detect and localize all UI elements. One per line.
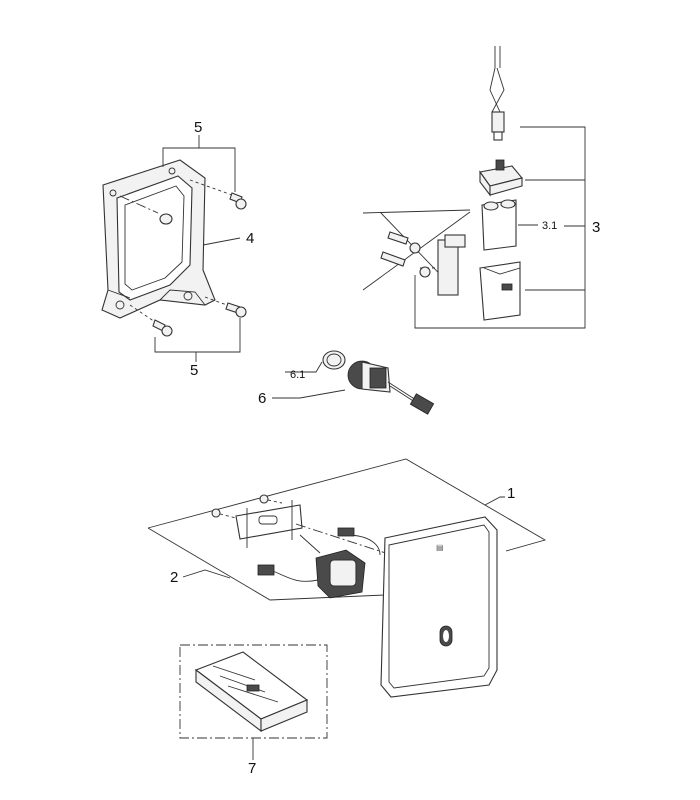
callout-1: 1 [507,485,515,502]
callout-5-bottom: 5 [190,362,198,379]
callout-2: 2 [170,569,178,586]
callout-7: 7 [248,760,256,777]
wall-bracket [362,209,471,296]
solenoid-valve [347,360,435,415]
sensor-cable [489,46,505,141]
front-plate: ▤ [380,516,498,698]
sensor-head [479,159,523,197]
valve-filter [322,350,346,370]
remote-control [194,651,309,733]
control-box [257,527,381,599]
callout-3: 3 [592,219,600,236]
callout-6-1: 6.1 [290,369,305,381]
wall-plane [147,458,547,601]
callout-6: 6 [258,390,266,407]
battery-housing [479,261,521,321]
grohe-logo-icon: ▤ [436,543,444,552]
callout-3-1: 3.1 [542,220,557,232]
callout-4: 4 [246,230,254,247]
callout-5-top: 5 [194,119,202,136]
screw-set-top [119,179,247,225]
mounting-frame [101,159,216,319]
battery-pack [481,199,517,251]
remote-frame [179,644,328,739]
screw-set-bottom [129,296,247,337]
mounting-plate [211,494,303,548]
